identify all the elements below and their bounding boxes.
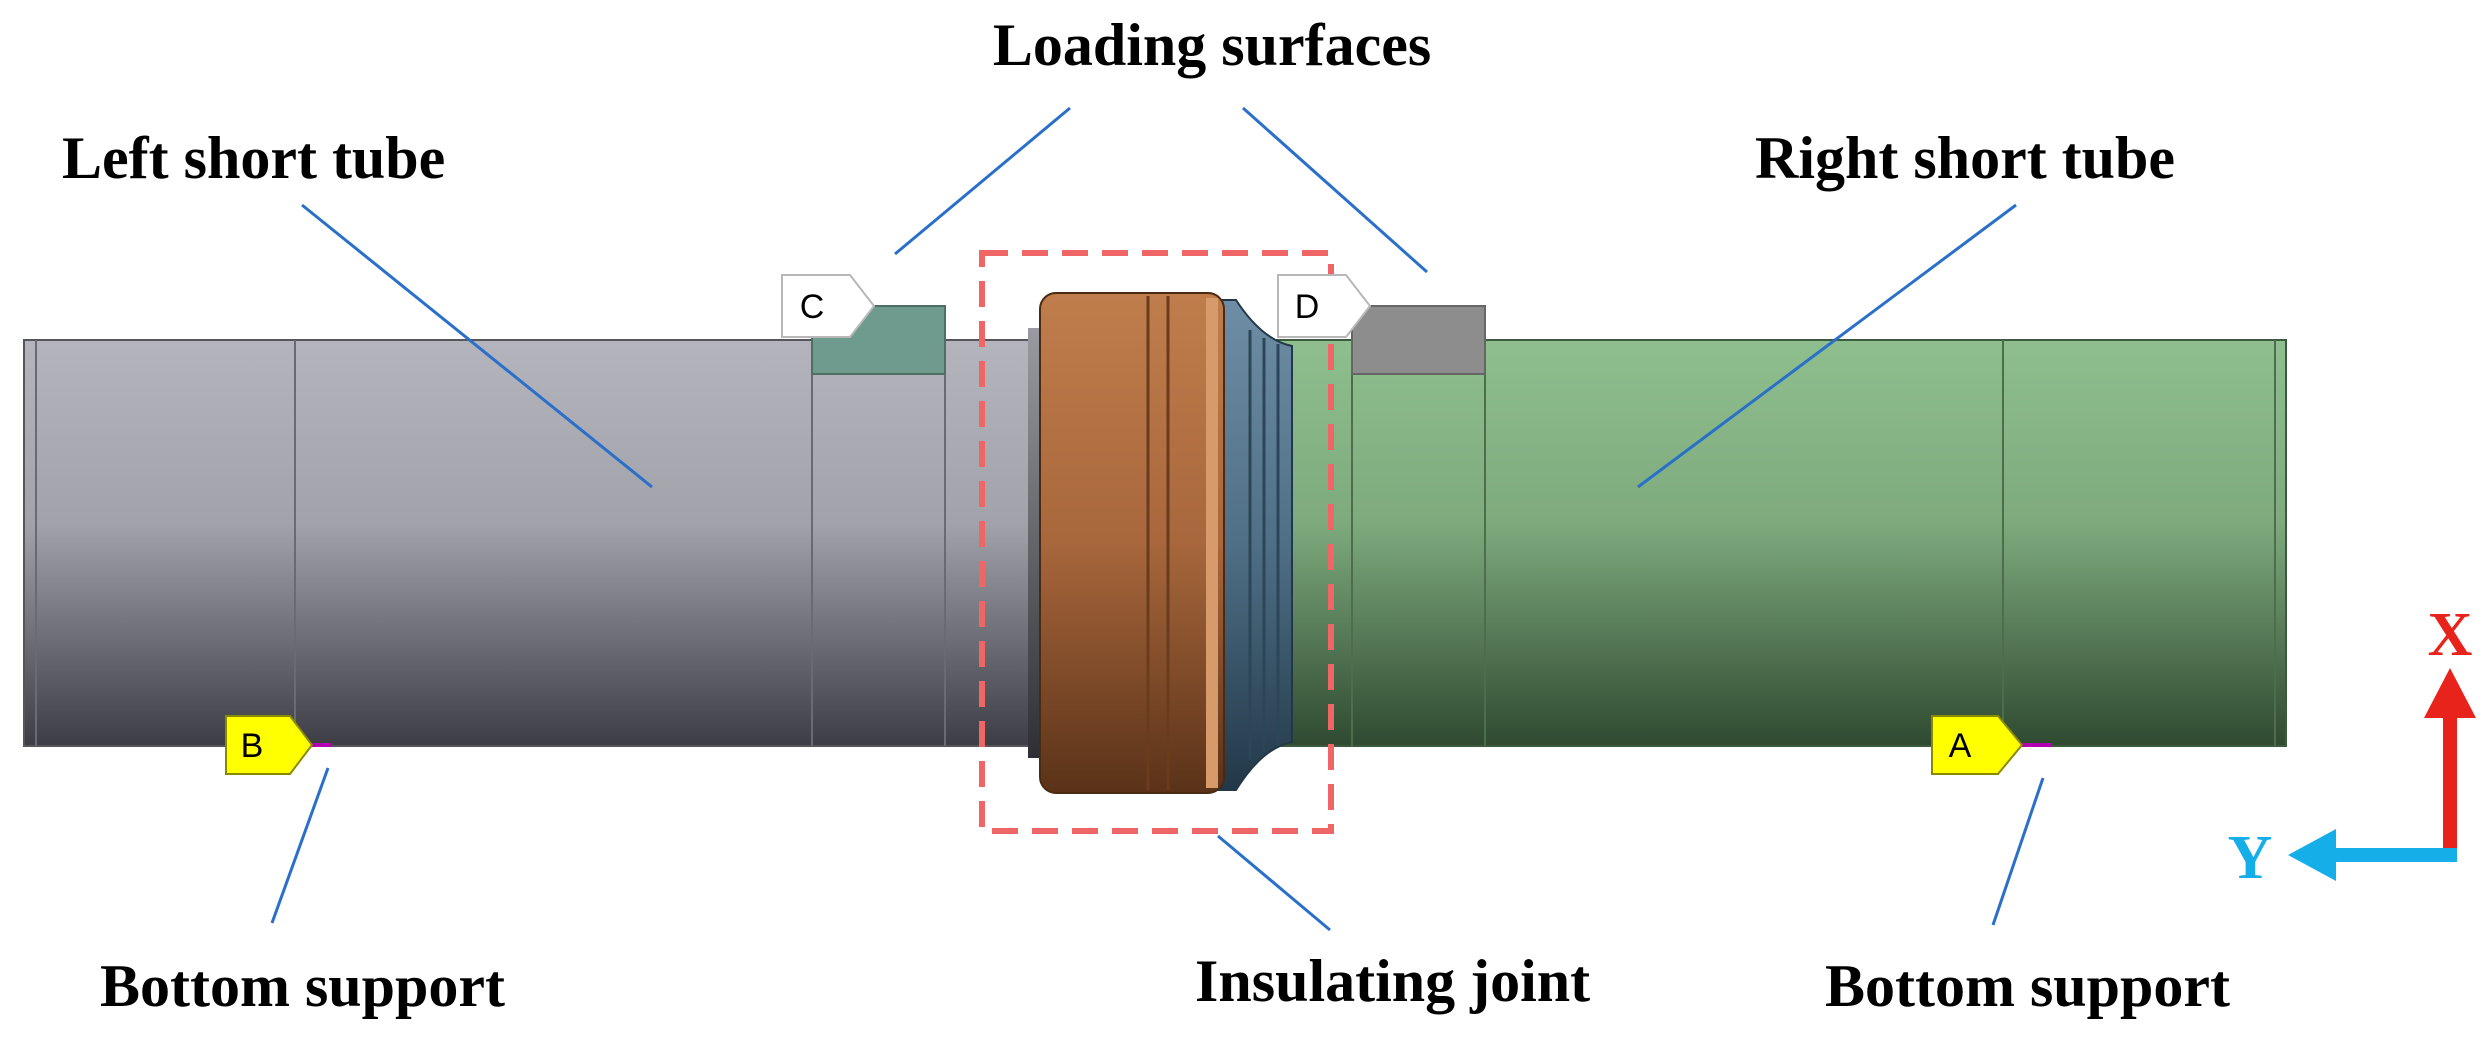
leader-line-support-right: [1991, 777, 2045, 926]
axis-y-label: Y: [2228, 824, 2273, 892]
leader-line-loading-left: [894, 106, 1071, 256]
label-right-short-tube: Right short tube: [1755, 125, 2175, 191]
marker-c: C: [781, 274, 876, 338]
leader-line-support-left: [270, 767, 330, 924]
axis-x-label: X: [2428, 601, 2473, 669]
svg-text:A: A: [1949, 727, 1972, 765]
leader-line-loading-right: [1242, 106, 1428, 274]
coordinate-axes: X Y: [2228, 601, 2476, 892]
label-loading-surfaces: Loading surfaces: [993, 12, 1431, 78]
leader-line-joint: [1217, 834, 1331, 932]
insulating-joint-body: [1028, 292, 1293, 794]
leader-line-right-tube: [1637, 203, 2017, 489]
label-insulating-joint: Insulating joint: [1195, 948, 1590, 1014]
marker-a: A: [1931, 715, 2052, 775]
leader-line-left-tube: [301, 203, 653, 489]
marker-b: B: [225, 715, 332, 775]
right-short-tube: [1257, 339, 2287, 747]
svg-text:C: C: [800, 288, 825, 326]
svg-text:B: B: [241, 727, 264, 765]
marker-d: D: [1277, 274, 1372, 338]
label-left-short-tube: Left short tube: [62, 125, 445, 191]
label-bottom-support-right: Bottom support: [1825, 953, 2230, 1019]
svg-text:D: D: [1295, 288, 1320, 326]
loading-surface-left-pad: [811, 305, 946, 375]
insulating-joint-highlight-box: [979, 250, 1334, 834]
left-short-tube: [23, 339, 1035, 747]
leader-lines: [270, 106, 2045, 932]
loading-surface-right-pad: [1351, 305, 1486, 375]
label-bottom-support-left: Bottom support: [100, 953, 505, 1019]
